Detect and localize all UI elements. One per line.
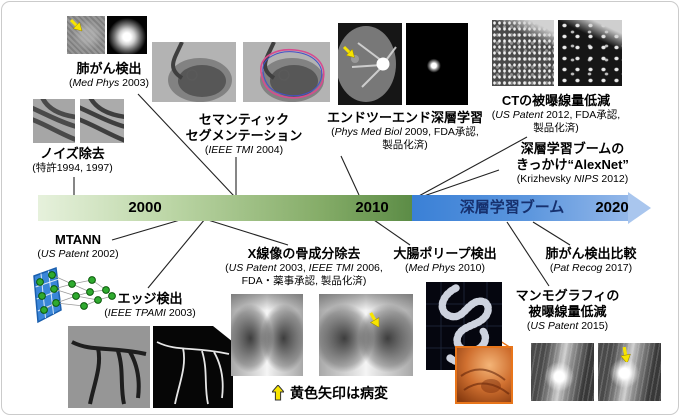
- yellow-arrow-icon: [69, 18, 83, 32]
- legend-note: 黄色矢印は病変: [272, 383, 388, 403]
- timeline-year-2020: 2020: [595, 199, 629, 216]
- milestone-title: マンモグラフィの: [515, 288, 620, 303]
- milestone-title: 肺がん検出比較: [545, 246, 637, 261]
- milestone-title: 大腸ポリープ検出: [393, 246, 497, 261]
- milestone-title: CTの被曝線量低減: [501, 93, 611, 108]
- milestone-semantic-segmentation: セマンティック セグメンテーション (IEEE TMI 2004): [174, 112, 314, 157]
- timeline-boom-label: 深層学習ブーム: [459, 199, 565, 216]
- milestone-reference: (US Patent 2012, FDA承認,: [491, 108, 621, 121]
- milestone-title: セグメンテーション: [185, 127, 303, 143]
- heart-segmentation-thumbnail: [243, 42, 330, 102]
- mammogram-thumbnail: [531, 343, 594, 401]
- milestone-title: MTANN: [55, 232, 101, 247]
- milestone-edge-detection: エッジ検出 (IEEE TPAMI 2003): [85, 291, 215, 320]
- milestone-reference: (US Patent 2015): [526, 319, 609, 332]
- milestone-reference: (IEEE TPAMI 2003): [104, 306, 196, 319]
- timeline-year-2010: 2010: [355, 199, 389, 216]
- milestone-title: セマンティック: [198, 112, 290, 127]
- detection-output-thumbnail: [406, 23, 468, 105]
- milestone-polyp-detection: 大腸ポリープ検出 (Med Phys 2010): [380, 246, 510, 275]
- milestone-lung-cancer-detection: 肺がん検出 (Med Phys 2003): [44, 61, 174, 90]
- milestone-mtann: MTANN (US Patent 2002): [18, 232, 138, 261]
- milestone-alexnet: 深層学習ブームの きっかけ“AlexNet” (Krizhevsky NIPS …: [495, 141, 650, 186]
- milestone-title: 被曝線量低減: [528, 303, 607, 319]
- milestone-title: エッジ検出: [117, 291, 183, 306]
- segmentation-contour: [260, 48, 325, 99]
- milestone-reference: (Phys Med Biol 2009, FDA承認,: [331, 125, 479, 138]
- heart-angiogram-thumbnail: [152, 42, 236, 102]
- nodule-likelihood-map-thumbnail: [107, 16, 147, 54]
- yellow-arrow-icon: [369, 312, 380, 327]
- milestone-reference: FDA・薬事承認, 製品化済): [241, 274, 367, 287]
- timeline-bar-2000s: [38, 195, 412, 221]
- milestone-reference: (特許1994, 1997): [32, 161, 113, 174]
- endoscopy-inset-thumbnail: [455, 346, 513, 404]
- milestone-mammography-dose-reduction: マンモグラフィの 被曝線量低減 (US Patent 2015): [505, 288, 630, 333]
- milestone-title: 肺がん検出: [76, 61, 142, 76]
- edge-map-thumbnail: [153, 326, 233, 408]
- milestone-bone-suppression: X線像の骨成分除去 (US Patent 2003, IEEE TMI 2006…: [208, 246, 400, 287]
- noisy-angiogram-thumbnail: [33, 99, 75, 143]
- milestone-lung-cancer-comparison: 肺がん検出比較 (Pat Recog 2017): [526, 246, 656, 275]
- milestone-reference: (Krizhevsky NIPS 2012): [516, 172, 629, 185]
- milestone-end-to-end-deep-learning: エンドツーエンド深層学習 (Phys Med Biol 2009, FDA承認,…: [322, 110, 488, 151]
- lung-ct-slice-thumbnail: [338, 23, 402, 105]
- low-dose-ct-thumbnail: [492, 20, 554, 86]
- yellow-arrow-icon: [342, 45, 355, 58]
- chest-xray-thumbnail: [231, 294, 303, 376]
- denoised-angiogram-thumbnail: [80, 99, 124, 143]
- neural-network-icon: [28, 266, 120, 326]
- milestone-reference: (Med Phys 2010): [405, 261, 485, 274]
- yellow-arrow-icon: [620, 347, 631, 362]
- coronary-angiogram-thumbnail: [68, 326, 150, 408]
- dose-reduced-mammogram-thumbnail: [598, 343, 661, 401]
- milestone-reference: (IEEE TMI 2004): [204, 143, 284, 156]
- dose-reduced-ct-thumbnail: [558, 20, 622, 86]
- lung-ct-nodule-thumbnail: [67, 16, 105, 54]
- milestone-reference: 製品化済): [382, 138, 428, 151]
- timeline-bar-deep-learning-boom: [412, 195, 628, 221]
- milestone-title: ノイズ除去: [40, 146, 105, 161]
- milestone-reference: 製品化済): [533, 121, 579, 134]
- milestone-title: エンドツーエンド深層学習: [326, 110, 483, 125]
- milestone-reference: (US Patent 2003, IEEE TMI 2006,: [225, 261, 383, 274]
- timeline-year-2000: 2000: [128, 199, 162, 216]
- milestone-reference: (US Patent 2002): [37, 247, 119, 260]
- milestone-title: 深層学習ブームの: [520, 141, 625, 156]
- timeline-arrowhead-icon: [628, 192, 651, 224]
- milestone-title: きっかけ“AlexNet”: [516, 156, 629, 172]
- bone-suppressed-xray-thumbnail: [319, 294, 413, 376]
- milestone-reference: (Med Phys 2003): [69, 76, 149, 89]
- legend-note-text: 黄色矢印は病変: [290, 385, 388, 401]
- milestone-noise-reduction: ノイズ除去 (特許1994, 1997): [10, 146, 135, 175]
- milestone-title: X線像の骨成分除去: [247, 246, 361, 261]
- milestone-ct-dose-reduction: CTの被曝線量低減 (US Patent 2012, FDA承認, 製品化済): [476, 93, 636, 134]
- milestone-reference: (Pat Recog 2017): [549, 261, 633, 274]
- yellow-up-arrow-icon: [272, 385, 284, 401]
